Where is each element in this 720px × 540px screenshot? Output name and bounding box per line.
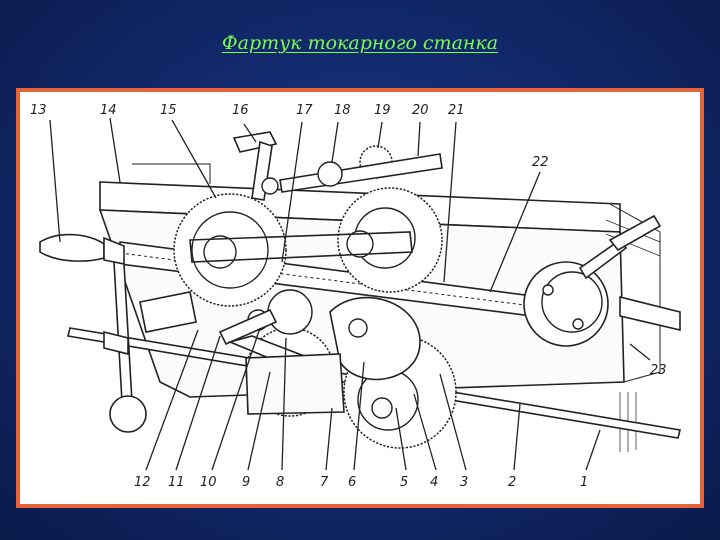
- callout-6: 6: [348, 475, 356, 490]
- callout-3: 3: [460, 475, 468, 490]
- callout-4: 4: [430, 475, 438, 490]
- callout-11: 11: [168, 475, 185, 490]
- callout-14: 14: [100, 103, 117, 118]
- slide-title: Фартук токарного станка: [221, 32, 499, 54]
- half-nut-disk: [523, 214, 662, 347]
- callout-20: 20: [412, 103, 429, 118]
- apron-diagram: 13 14 15 16 17 18 19 20 21 22 23 12 11 1…: [30, 103, 681, 490]
- callout-12: 12: [134, 475, 151, 490]
- callout-2: 2: [508, 475, 516, 490]
- handwheel-13: [39, 233, 147, 433]
- callout-10: 10: [200, 475, 217, 490]
- callout-23: 23: [650, 363, 667, 378]
- callout-19: 19: [374, 103, 391, 118]
- callout-7: 7: [320, 475, 329, 490]
- callout-22: 22: [532, 155, 549, 170]
- callout-1: 1: [580, 475, 588, 490]
- gear-19: [337, 187, 443, 293]
- gear-top: [279, 145, 443, 193]
- gear-15: [173, 193, 287, 307]
- leader-lines: [49, 117, 651, 471]
- callout-15: 15: [160, 103, 177, 118]
- callout-13: 13: [30, 103, 47, 118]
- lever-16: [232, 131, 279, 201]
- callout-18: 18: [334, 103, 351, 118]
- callout-9: 9: [242, 475, 250, 490]
- callout-numbers: 13 14 15 16 17 18 19 20 21 22 23 12 11 1…: [30, 103, 667, 490]
- callout-17: 17: [296, 103, 313, 118]
- callout-5: 5: [400, 475, 408, 490]
- gear-lower: [329, 296, 457, 449]
- lathe-apron-drawing: 13 14 15 16 17 18 19 20 21 22 23 12 11 1…: [20, 92, 700, 504]
- figure-frame: 13 14 15 16 17 18 19 20 21 22 23 12 11 1…: [16, 88, 704, 508]
- callout-8: 8: [276, 475, 284, 490]
- callout-21: 21: [448, 103, 465, 118]
- callout-16: 16: [232, 103, 249, 118]
